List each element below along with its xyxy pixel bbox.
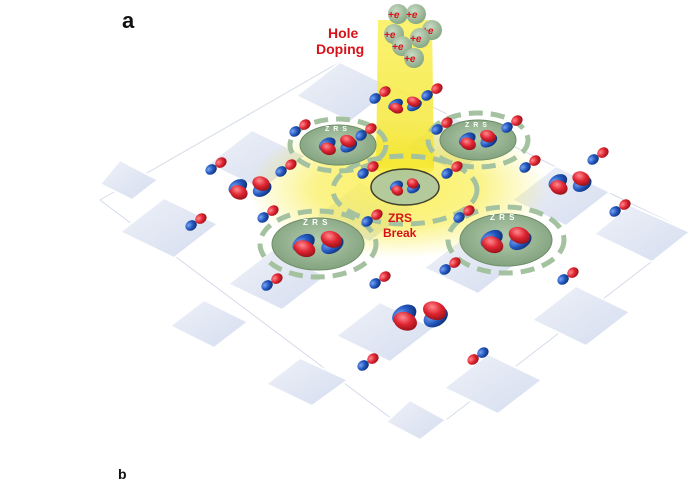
o-orbital: [369, 86, 391, 104]
svg-text:+e: +e: [392, 42, 404, 53]
cu-orbitals: [228, 96, 592, 331]
zrs-label-bottom-left: Z R S: [303, 218, 328, 227]
zrs-label-top-right: Z R S: [465, 122, 488, 129]
o-orbital: [185, 213, 207, 231]
panel-label: a: [122, 8, 135, 33]
o-orbital: [275, 159, 297, 177]
cu-orbital: [292, 230, 344, 258]
o-orbitals: [185, 83, 631, 371]
svg-text:+e: +e: [406, 10, 418, 21]
o-orbital: [357, 353, 379, 371]
o-orbital: [357, 161, 379, 179]
o-orbital: [467, 347, 489, 365]
zrs-break-line1: ZRS: [388, 211, 412, 225]
o-orbital: [519, 155, 541, 173]
cu-orbital: [458, 129, 498, 151]
cu-orbital-center: [389, 178, 421, 196]
o-orbital: [257, 205, 279, 223]
o-orbital: [369, 271, 391, 289]
zrs-break-label: ZRS Break: [383, 211, 417, 240]
o-orbital: [501, 115, 523, 133]
zrs-disk-bottom-left: [271, 217, 365, 271]
o-orbital: [609, 199, 631, 217]
zrs-labels: Z R S Z R S Z R S Z R S: [303, 122, 515, 227]
hole-carrier: +e: [406, 4, 426, 24]
o-orbital: [289, 119, 311, 137]
circulation-arrows: [257, 110, 567, 280]
cu-orbital: [228, 176, 272, 200]
zrs-label-top-left: Z R S: [325, 126, 348, 133]
doping-label: Hole Doping: [316, 25, 364, 57]
hole-carriers: +e +e +e +e +e +e +e: [384, 4, 442, 68]
hole-carrier: +e: [388, 4, 408, 24]
cu-orbital: [318, 134, 358, 156]
doping-label-line2: Doping: [316, 41, 364, 57]
cu-orbital: [392, 301, 448, 331]
o-orbital: [205, 157, 227, 175]
svg-text:+e: +e: [410, 34, 422, 45]
hole-carrier: +e: [404, 48, 424, 68]
o-orbital: [261, 273, 283, 291]
zrs-disk-bottom-right: [459, 213, 553, 267]
svg-text:+e: +e: [388, 10, 400, 21]
o-orbital: [355, 123, 377, 141]
zrs-label-bottom-right: Z R S: [490, 213, 515, 222]
o-orbital: [421, 83, 443, 101]
o-orbital: [453, 205, 475, 223]
o-orbital: [439, 257, 461, 275]
svg-text:+e: +e: [384, 30, 396, 41]
o-orbital: [557, 267, 579, 285]
cu-orbital: [548, 171, 592, 195]
o-orbital: [361, 209, 383, 227]
zrs-disk-center-broken: [370, 168, 440, 206]
o-orbital: [441, 161, 463, 179]
svg-text:+e: +e: [404, 54, 416, 65]
o-orbital: [587, 147, 609, 165]
o-orbital: [431, 117, 453, 135]
hole-carrier: +e: [410, 28, 430, 48]
next-panel-label: b: [118, 466, 127, 482]
svg-text:+e: +e: [422, 26, 434, 37]
zrs-disk-top-right: [439, 119, 517, 161]
cu-orbital: [388, 96, 422, 114]
doping-label-line1: Hole: [328, 25, 359, 41]
zrs-break-line2: Break: [383, 226, 417, 240]
cu-orbital: [480, 226, 532, 254]
